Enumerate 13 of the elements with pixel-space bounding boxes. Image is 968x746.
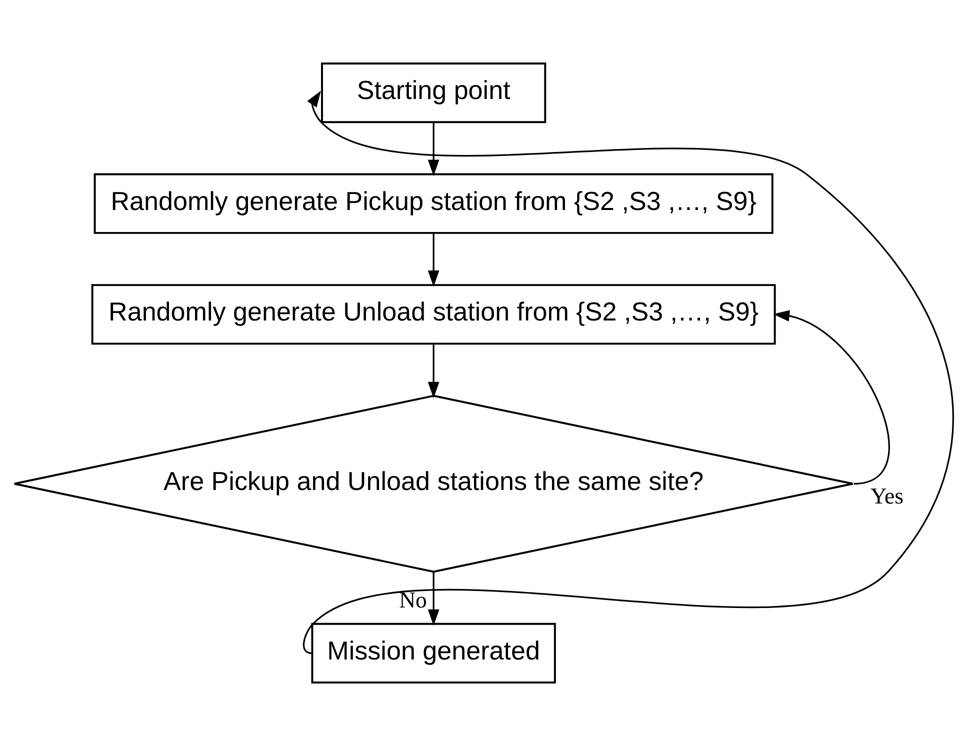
arrow (428, 572, 440, 626)
arrow (428, 344, 440, 398)
node-box: Mission generated (311, 622, 556, 684)
arrow (303, 90, 954, 654)
node-box: Randomly generate Unload station from {S2 ,S3 ,…, S9} (91, 284, 776, 345)
edge-label: No (399, 587, 427, 612)
arrow (428, 233, 440, 287)
node-box: Starting point (321, 62, 546, 124)
arrow (428, 122, 440, 176)
node-box: Randomly generate Pickup station from {S2 ,S3 ,…, S9} (94, 173, 774, 234)
node-diamond: Are Pickup and Unload stations the same site? (13, 394, 854, 573)
edge-label: Yes (870, 484, 904, 509)
arrow (773, 310, 890, 485)
